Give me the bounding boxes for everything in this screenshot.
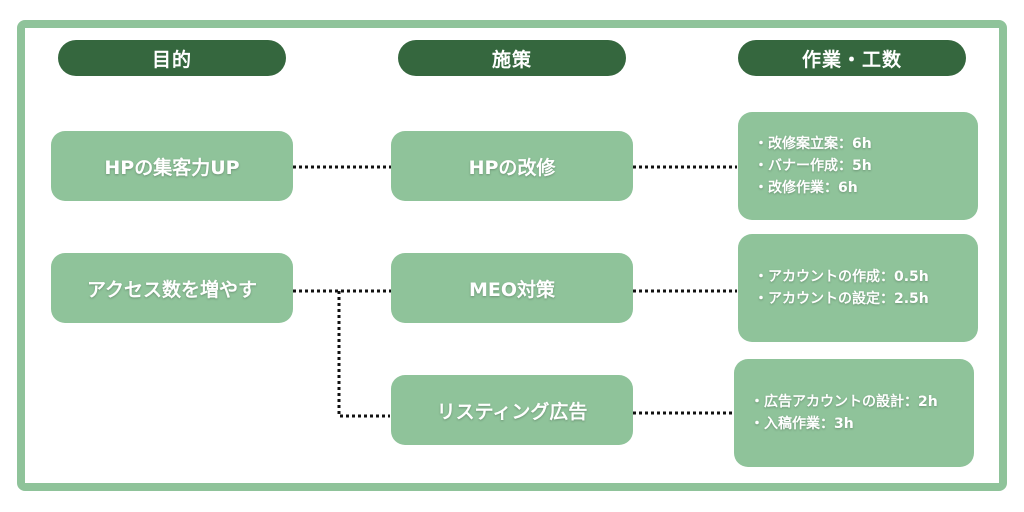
task-item: ・アカウントの作成：0.5h <box>754 269 929 285</box>
task-item: ・改修案立案：6h <box>754 136 872 152</box>
header-work-hours: 作業・工数 <box>738 40 966 76</box>
header-purpose: 目的 <box>58 40 286 76</box>
header-measure: 施策 <box>398 40 626 76</box>
task-item: ・入稿作業：3h <box>750 416 854 432</box>
purpose-node-hp-attraction: HPの集客力UP <box>51 131 293 201</box>
task-item: ・改修作業：6h <box>754 180 858 196</box>
tasks-box-listing-ads: ・広告アカウントの設計：2h ・入稿作業：3h <box>734 359 974 467</box>
task-item: ・広告アカウントの設計：2h <box>750 394 938 410</box>
tasks-box-hp-renovation: ・改修案立案：6h ・バナー作成：5h ・改修作業：6h <box>738 112 978 220</box>
measure-node-listing-ads: リスティング広告 <box>391 375 633 445</box>
purpose-node-increase-access: アクセス数を増やす <box>51 253 293 323</box>
tasks-box-meo: ・アカウントの作成：0.5h ・アカウントの設定：2.5h <box>738 234 978 342</box>
measure-node-hp-renovation: HPの改修 <box>391 131 633 201</box>
task-item: ・アカウントの設定：2.5h <box>754 291 929 307</box>
measure-node-meo: MEO対策 <box>391 253 633 323</box>
task-item: ・バナー作成：5h <box>754 158 872 174</box>
connector-purpose2-measure3 <box>337 291 390 418</box>
